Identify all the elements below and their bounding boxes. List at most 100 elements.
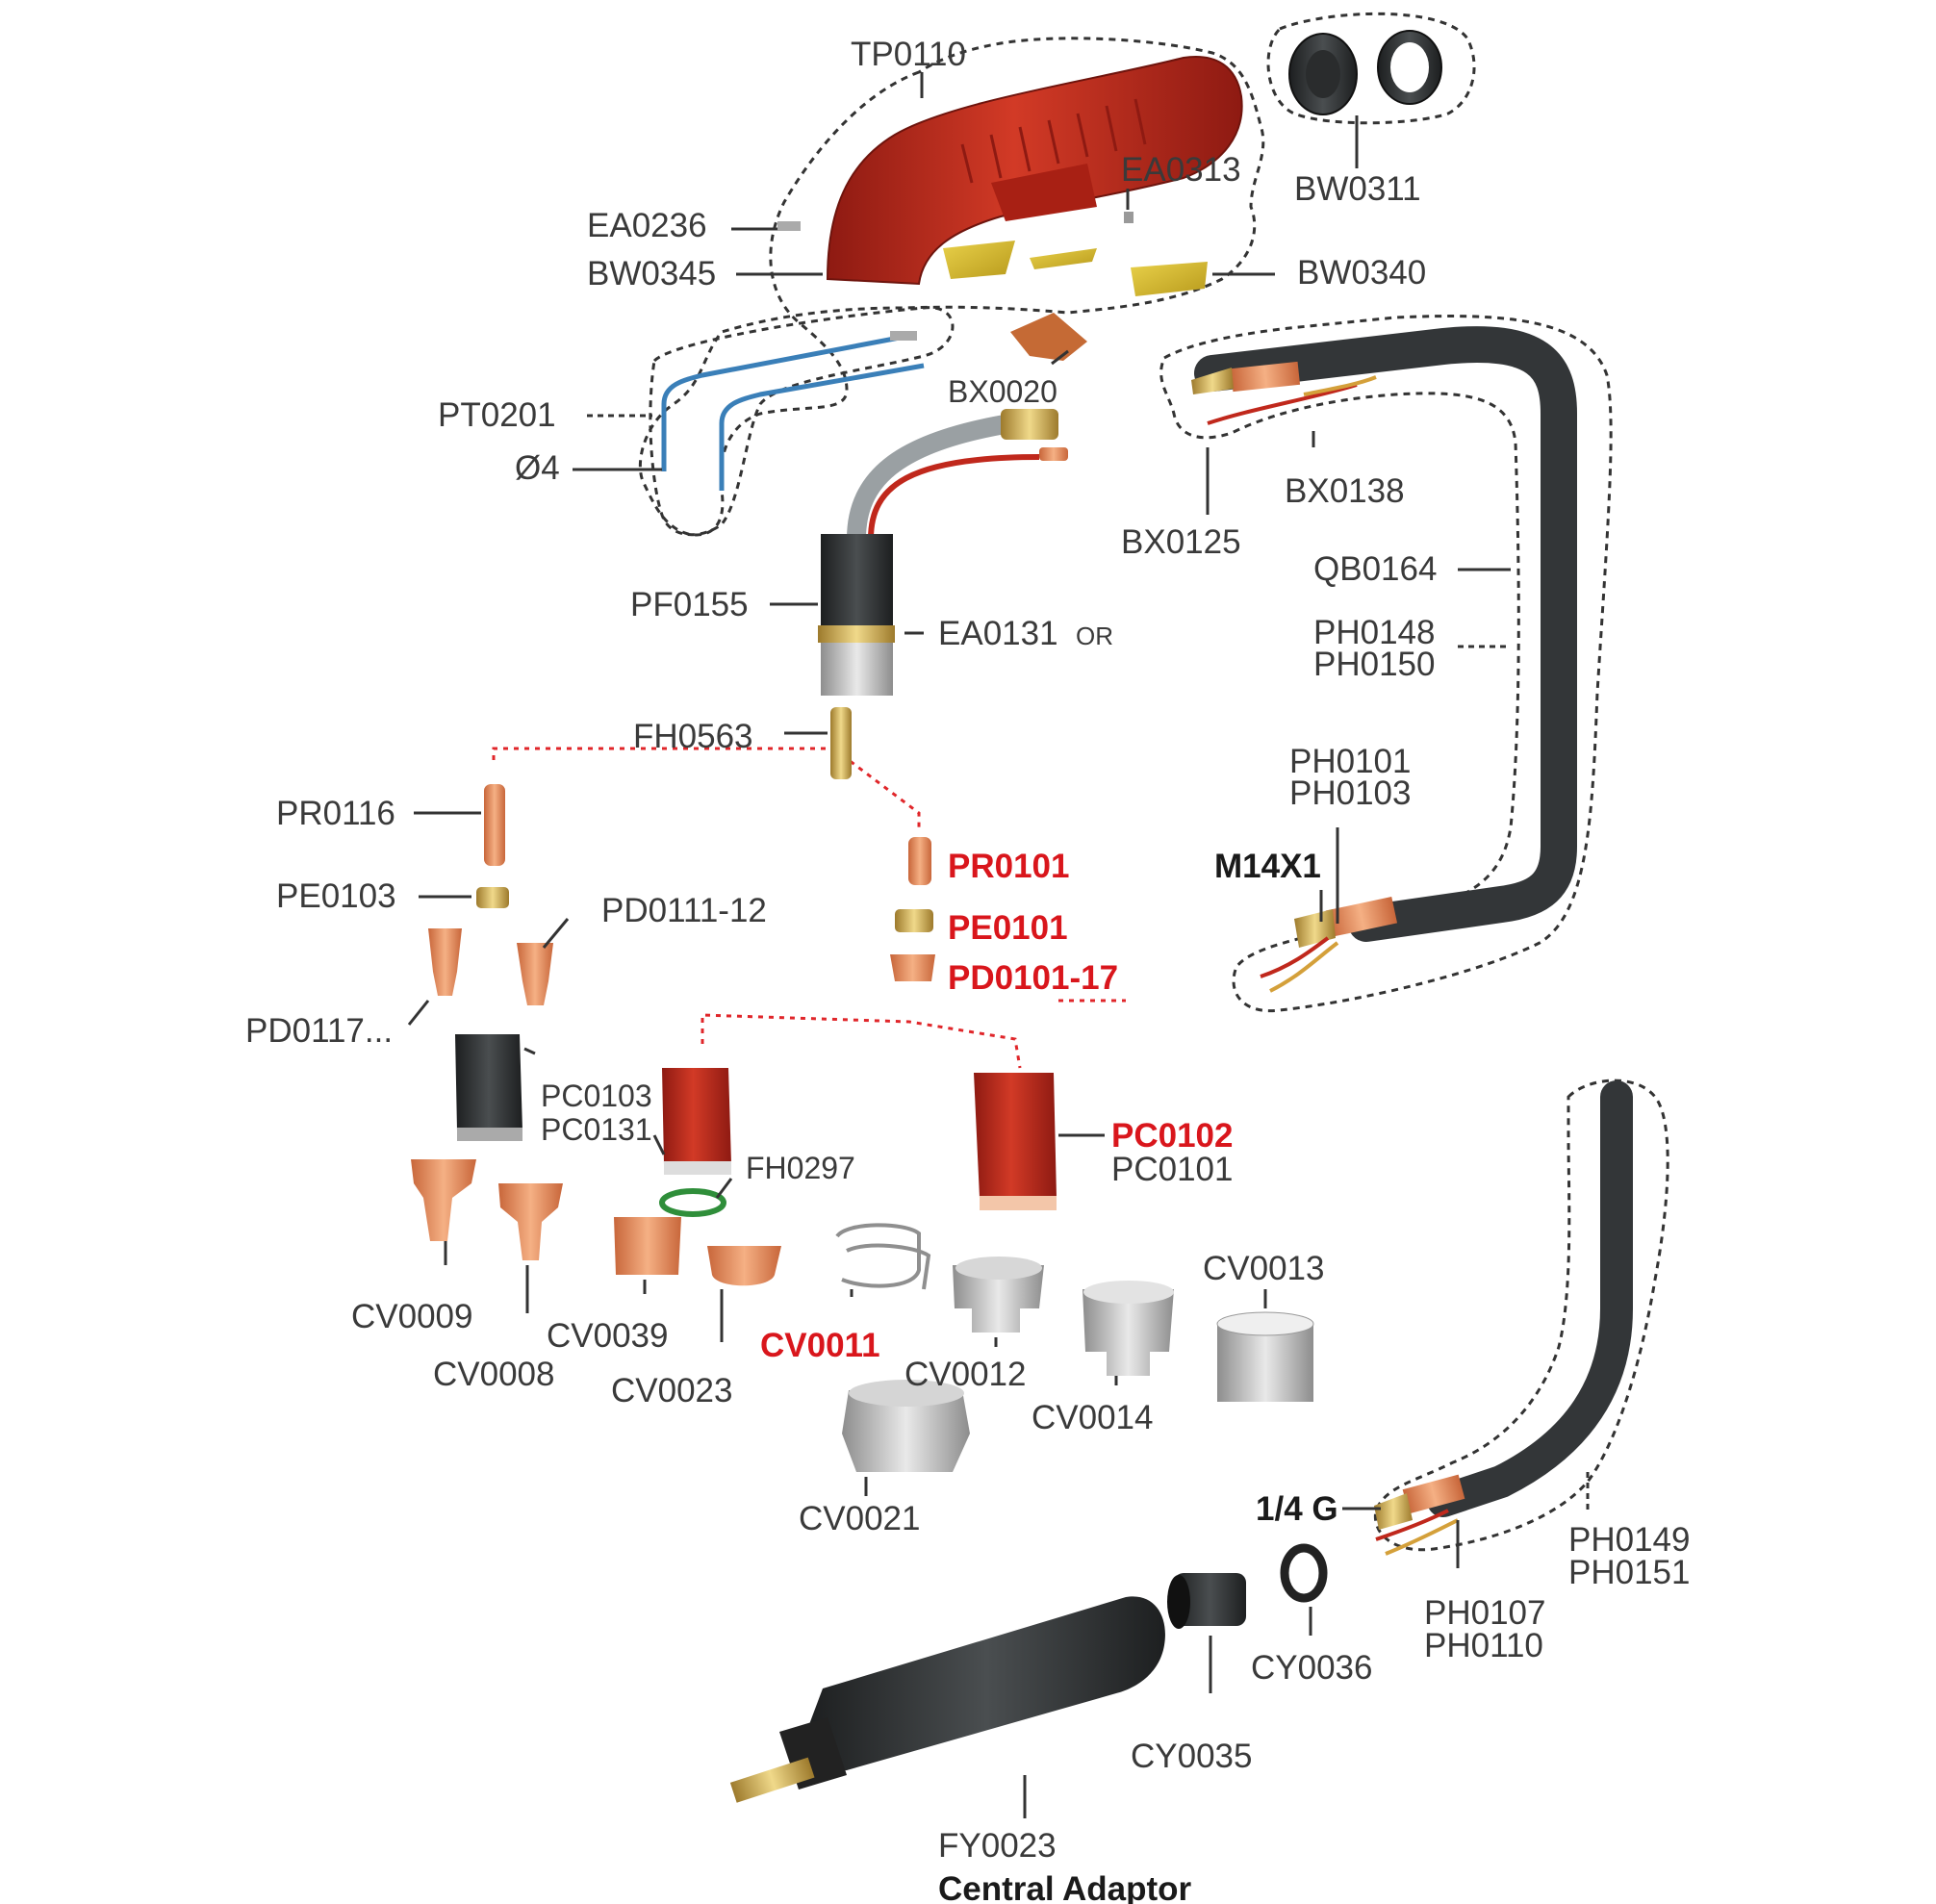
pf0155-body [818, 409, 1068, 696]
cv0013-sleeve [1217, 1323, 1313, 1402]
cv0008-cup [498, 1183, 563, 1260]
label-ph0110: PH0110 [1424, 1627, 1543, 1664]
qb0164-cable [1194, 326, 1577, 942]
pr0101-electrode [908, 837, 931, 885]
selection-line-upper [492, 747, 921, 827]
bw0311-group-outline [1266, 12, 1476, 125]
label-pc0102: PC0102 [1111, 1117, 1233, 1155]
label-cv0014: CV0014 [1032, 1399, 1153, 1436]
label-cv0013: CV0013 [1203, 1250, 1324, 1287]
label-bx0138: BX0138 [1285, 472, 1405, 510]
hose-fitting [1374, 1474, 1465, 1556]
bw0340-clip-mid [1030, 248, 1097, 269]
label-ph0151: PH0151 [1568, 1554, 1690, 1591]
pd0101-tip [890, 954, 935, 981]
label-cy0035: CY0035 [1131, 1738, 1252, 1775]
pr0116-electrode [484, 784, 505, 866]
cv0012-spacer [953, 1265, 1044, 1333]
label-ph0150: PH0150 [1313, 646, 1435, 683]
ph0149-hose [1427, 1080, 1633, 1517]
pc0102-nozzle-base [980, 1196, 1057, 1210]
label-pd0117: PD0117... [245, 1012, 393, 1050]
cv0021-bore [849, 1380, 964, 1407]
bw0340-clip-left [943, 241, 1015, 279]
hose-group-outline [1373, 1079, 1669, 1552]
ea0313-screw [1124, 212, 1134, 223]
torch-head-group-outline [638, 37, 1265, 537]
cv0013-bore [1216, 1311, 1314, 1336]
label-pe0103: PE0103 [276, 877, 396, 915]
bw0340-clip-right [1131, 262, 1208, 296]
pc0103-nozzle-base [457, 1128, 522, 1141]
torch-handle-switch [991, 164, 1097, 221]
cy0036-ring [1280, 1543, 1328, 1603]
label-ph0149: PH0149 [1568, 1521, 1690, 1559]
label-cv0008: CV0008 [433, 1356, 554, 1393]
selection-line-middle [701, 1013, 1022, 1069]
pc0103-nozzle [455, 1034, 522, 1130]
leader-lines [407, 72, 1590, 1818]
pc0131-nozzle-base [664, 1161, 731, 1175]
cy0035-fitting [1167, 1573, 1246, 1629]
torch-handle-grip [960, 98, 1147, 184]
label-ph0107: PH0107 [1424, 1594, 1545, 1632]
label-pc0101: PC0101 [1111, 1151, 1233, 1188]
pc0131-nozzle [662, 1068, 731, 1164]
label-bw0311: BW0311 [1294, 170, 1421, 208]
label-pf0155: PF0155 [630, 586, 749, 623]
label-cv0039: CV0039 [547, 1317, 668, 1355]
label-dia4: Ø4 [515, 449, 560, 487]
label-bx0020: BX0020 [948, 374, 1057, 409]
label-or: OR [1076, 622, 1113, 650]
label-tp0110: TP0110 [851, 36, 966, 73]
label-pt0201: PT0201 [438, 396, 556, 434]
label-fy0023: FY0023 [938, 1827, 1057, 1865]
cv0014-spacer [1083, 1289, 1174, 1376]
label-pe0101: PE0101 [948, 909, 1068, 947]
label-bw0345: BW0345 [587, 255, 716, 292]
bx0020-switch [1010, 313, 1087, 361]
pd0117-tip [428, 928, 462, 996]
label-cv0009: CV0009 [351, 1298, 472, 1335]
label-pd0101-17: PD0101-17 [948, 959, 1118, 997]
label-fh0563: FH0563 [633, 718, 753, 755]
label-ph0103: PH0103 [1289, 774, 1411, 812]
label-ph0101: PH0101 [1289, 743, 1411, 780]
label-central-adaptor: Central Adaptor [938, 1870, 1192, 1904]
pd0111-tip [517, 943, 553, 1005]
bw0311-rings [1288, 30, 1442, 115]
pe0103-swirl [476, 887, 509, 908]
label-bx0125: BX0125 [1121, 523, 1241, 561]
cv0009-cup [411, 1159, 476, 1241]
label-ea0236: EA0236 [587, 207, 707, 244]
pt0201-group-outline [649, 306, 955, 537]
label-cv0011: CV0011 [760, 1327, 880, 1364]
label-cv0012: CV0012 [904, 1356, 1026, 1393]
label-cv0021: CV0021 [799, 1500, 920, 1537]
ea0236-screw [777, 221, 801, 231]
pc0102-nozzle [974, 1073, 1057, 1198]
label-cy0036: CY0036 [1251, 1649, 1372, 1687]
label-ph0148: PH0148 [1313, 614, 1435, 651]
pe0101-swirl [895, 909, 933, 932]
label-quarter-g: 1/4 G [1256, 1490, 1338, 1528]
cv0039-cup [614, 1217, 681, 1275]
cv0011-spring [835, 1223, 931, 1290]
cv0023-cup [707, 1246, 781, 1286]
cv0014-bore [1083, 1281, 1174, 1304]
fy0023-central-adaptor [729, 1596, 1165, 1803]
cv0012-bore [955, 1257, 1042, 1280]
label-bw0340: BW0340 [1297, 254, 1426, 292]
cable-front-fitting [1191, 361, 1377, 425]
cable-group-outline [1159, 315, 1613, 1013]
label-pc0103: PC0103 [541, 1079, 652, 1113]
cable-rear-fitting [1260, 896, 1398, 993]
labels: TP0110 BW0311 EA0313 EA0236 BW0345 BW034… [245, 36, 1690, 1904]
pt0201-tubes [661, 331, 925, 491]
label-m14x1: M14X1 [1214, 848, 1321, 885]
label-ea0313: EA0313 [1121, 151, 1241, 189]
label-ea0131: EA0131 [938, 615, 1058, 652]
label-pr0116: PR0116 [276, 795, 395, 832]
label-pd0111-12: PD0111-12 [601, 892, 767, 929]
